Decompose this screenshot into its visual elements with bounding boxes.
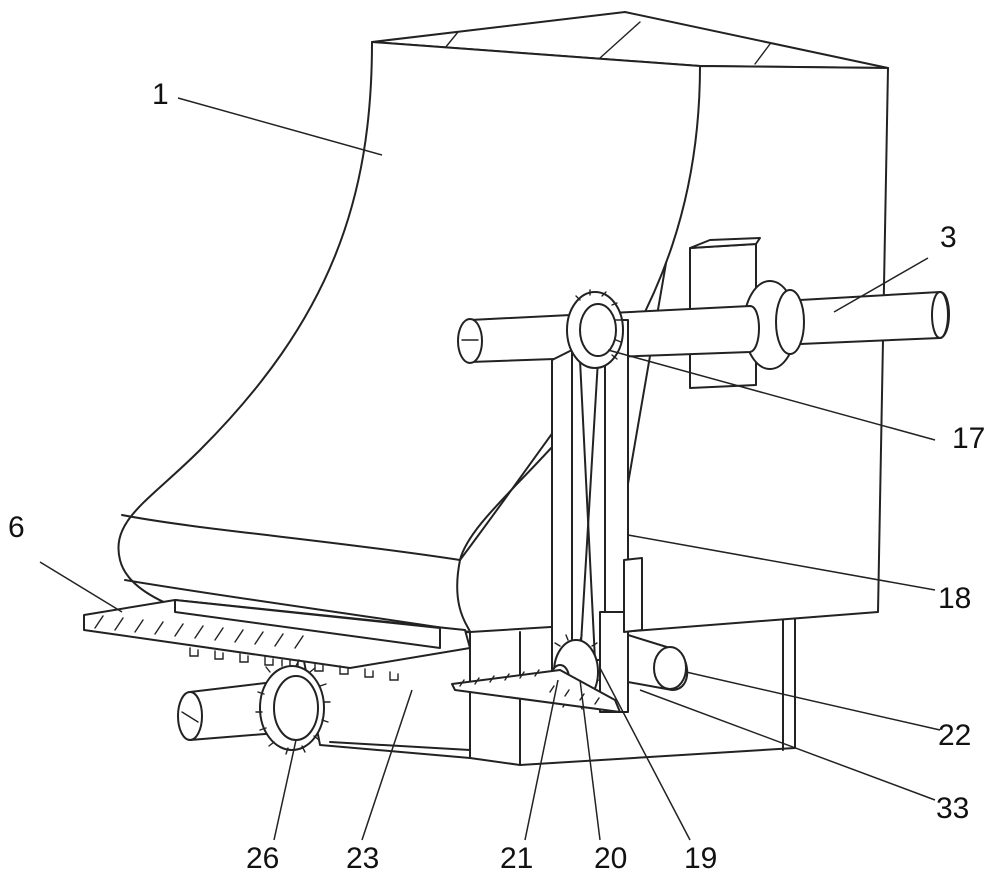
label-20: 20 [594,842,627,875]
toothed-rack [451,669,621,713]
clamp-link [599,557,689,713]
label-33: 33 [936,792,969,825]
leader-lines [39,97,941,841]
label-19: 19 [684,842,717,875]
label-6: 6 [8,511,25,544]
label-22: 22 [938,719,971,752]
upper-sprocket [566,289,624,369]
label-1: 1 [152,78,169,111]
label-18: 18 [938,582,971,615]
lower-gear [177,659,331,755]
label-17: 17 [952,422,985,455]
label-3: 3 [940,221,957,254]
rack-plate [83,599,471,681]
label-23: 23 [346,842,379,875]
label-26: 26 [246,842,279,875]
label-21: 21 [500,842,533,875]
